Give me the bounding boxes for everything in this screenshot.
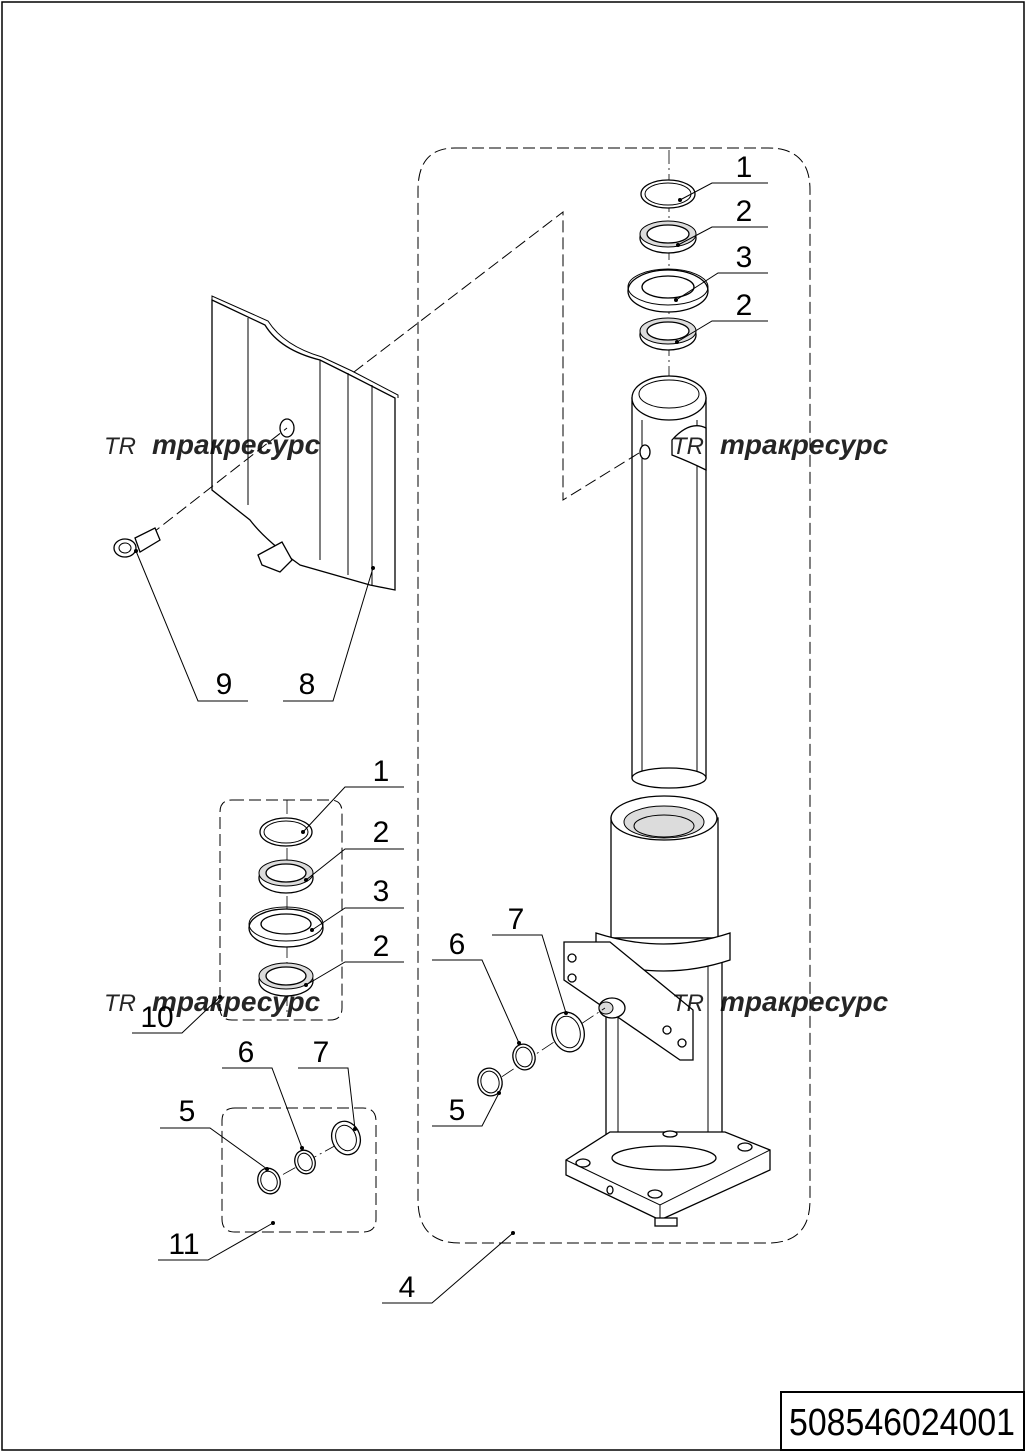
watermark-logo: TR	[104, 990, 136, 1017]
cylinder-port-axis	[481, 1007, 606, 1091]
kit-10-outline	[219, 799, 343, 1021]
callout-top-seal-2b: 2	[736, 289, 753, 322]
watermark-left-upper: TR тракресурс	[104, 429, 321, 460]
watermark-logo: TR	[104, 433, 136, 460]
watermark-text: тракресурс	[720, 986, 889, 1017]
callout-kit-ring-1: 1	[373, 755, 390, 788]
top-seal-2b	[639, 317, 697, 351]
document-number: 508546024001	[789, 1402, 1015, 1444]
watermark-left-lower: TR тракресурс	[104, 986, 321, 1017]
kit-ring-6	[294, 1149, 316, 1175]
kit-ring-7	[330, 1120, 362, 1156]
top-washer-3	[627, 268, 709, 313]
callout-kit-seal-2a: 2	[373, 816, 390, 849]
watermark-text: тракресурс	[152, 429, 321, 460]
link-line-rod-cover	[349, 210, 640, 501]
callout-cyl-ring-5: 5	[449, 1094, 466, 1127]
kit-ring-5	[257, 1167, 281, 1195]
watermark-logo: TR	[672, 990, 704, 1017]
cyl-ring-7	[551, 1011, 585, 1053]
cyl-ring-6	[512, 1043, 536, 1071]
callout-kit-11: 11	[168, 1228, 199, 1261]
watermark-logo: TR	[672, 433, 704, 460]
callout-top-ring-1: 1	[736, 151, 753, 184]
watermark-right-upper: TR тракресурс	[672, 429, 889, 460]
callout-assembly-4: 4	[399, 1271, 416, 1304]
bolt-axis	[149, 427, 288, 536]
watermark-right-lower: TR тракресурс	[672, 986, 889, 1017]
callout-kit-10: 10	[140, 1001, 173, 1034]
kit-11-outline	[221, 1107, 377, 1233]
leader-lines	[132, 182, 768, 1304]
callout-cyl-ring-7: 7	[508, 903, 525, 936]
kit-seal-2b	[258, 962, 314, 997]
cyl-ring-5	[477, 1067, 503, 1097]
callout-top-seal-2a: 2	[736, 195, 753, 228]
callout-kit-washer-3: 3	[373, 875, 390, 908]
assembly-4-outline	[417, 147, 811, 1244]
top-seal-2a	[639, 220, 697, 254]
cover-plate-8	[211, 295, 399, 591]
kit-ring-1	[259, 817, 313, 847]
callout-top-washer-3: 3	[736, 241, 753, 274]
cylinder-body	[563, 795, 771, 1227]
bolt-9	[113, 527, 161, 558]
kit-seal-2a	[258, 859, 314, 894]
callout-bolt-9: 9	[216, 668, 233, 701]
watermark-text: тракресурс	[720, 429, 889, 460]
piston-rod	[631, 375, 707, 789]
watermark-text: тракресурс	[152, 986, 321, 1017]
callout-kit-ring-5: 5	[179, 1095, 196, 1128]
callout-kit-seal-2b: 2	[373, 930, 390, 963]
doc-number-box	[780, 1391, 1025, 1451]
callout-kit-ring-6: 6	[238, 1036, 255, 1069]
callout-cover-plate-8: 8	[299, 668, 316, 701]
callout-cyl-ring-6: 6	[449, 928, 466, 961]
leader-dots	[134, 198, 682, 1235]
top-ring-1	[640, 179, 696, 209]
callout-kit-ring-7: 7	[313, 1036, 330, 1069]
kit-washer-3	[248, 906, 324, 948]
